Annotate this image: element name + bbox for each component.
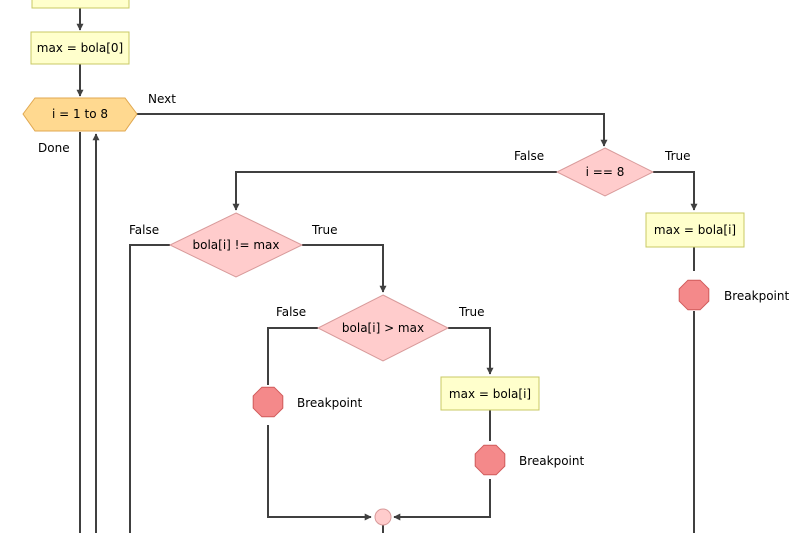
process-box-top-shape [31,0,130,9]
decision-i-eq-8-label: i == 8 [586,165,625,179]
join-connector[interactable] [374,508,392,526]
process-box-top-partial[interactable] [31,0,130,9]
decision-gt-max[interactable]: bola[i] > max [316,294,450,362]
decision-gt-false-label: False [276,305,306,319]
breakpoint-left-octagon [252,386,284,418]
edge-ieq8-false [232,171,557,211]
breakpoint-right-label: Breakpoint [724,289,789,303]
breakpoint-mid-octagon [474,444,506,476]
process-assign-max-mid-shape [440,376,540,411]
decision-neq-true-label: True [311,223,338,237]
edge-neq-true [302,244,387,293]
decision-i-eq-8[interactable]: i == 8 [555,147,655,197]
process-assign-max-initial-label: max = bola[0] [37,41,123,55]
breakpoint-left[interactable]: Breakpoint [252,386,362,418]
process-assign-max-initial[interactable]: max = bola[0] [30,31,130,65]
process-assign-max-mid-label: max = bola[i] [449,387,531,401]
process-assign-max-mid[interactable]: max = bola[i] [440,376,540,411]
loop-done-label: Done [38,141,70,155]
decision-gt-max-shape [316,294,450,362]
edge-gt-true [448,327,494,375]
decision-gt-true-label: True [458,305,485,319]
breakpoint-right[interactable]: Breakpoint [678,279,789,311]
edge-bp-left-to-join [267,425,372,521]
decision-neq-false-label: False [129,223,159,237]
breakpoint-left-label: Breakpoint [297,396,362,410]
decision-neq-max-label: bola[i] != max [193,238,280,252]
decision-neq-max[interactable]: bola[i] != max [168,212,304,278]
loop-next-label: Next [148,92,176,106]
edge-ieq8-true [653,171,698,211]
process-assign-max-right-shape [645,212,745,248]
process-assign-max-right-label: max = bola[i] [654,223,736,237]
process-assign-max-right[interactable]: max = bola[i] [645,212,745,248]
edge-bp-mid-to-join [393,479,491,521]
decision-gt-max-label: bola[i] > max [342,321,424,335]
breakpoint-mid-label: Breakpoint [519,454,584,468]
loop-node[interactable]: i = 1 to 8 [22,97,138,132]
edge-loop-next [136,113,608,147]
connectors [76,8,698,533]
decision-i-eq-8-shape [555,147,655,197]
decision-i-eq-8-true-label: True [664,149,691,163]
decision-neq-max-shape [168,212,304,278]
breakpoint-mid[interactable]: Breakpoint [474,444,584,476]
edge-gt-false [267,327,318,385]
loop-node-label: i = 1 to 8 [52,107,108,121]
decision-i-eq-8-false-label: False [514,149,544,163]
edge-neq-false [129,244,170,533]
process-assign-max-initial-shape [30,31,130,65]
loop-node-shape [22,97,138,132]
breakpoint-right-octagon [678,279,710,311]
